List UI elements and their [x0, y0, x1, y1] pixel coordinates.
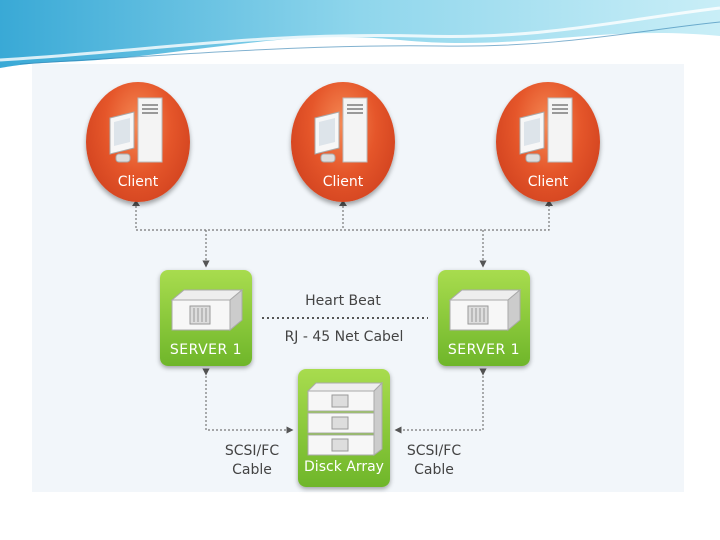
disk-array-node: Disck Array: [298, 369, 390, 487]
client-node-3: Client: [496, 82, 600, 202]
disk-array-icon: [306, 381, 384, 456]
heartbeat-label: Heart Beat: [305, 293, 381, 309]
client-node-1: Client: [86, 82, 190, 202]
server-node-left: SERVER 1: [160, 270, 252, 366]
client-label: Client: [322, 174, 364, 190]
computer-icon: [314, 97, 368, 163]
server-label: SERVER 1: [169, 342, 243, 358]
scsi-right-label: SCSI/FC Cable: [398, 442, 470, 480]
scsi-right-line1: SCSI/FC: [406, 443, 462, 459]
scsi-left-label: SCSI/FC Cable: [216, 442, 288, 480]
client-node-2: Client: [291, 82, 395, 202]
header-wave: [0, 0, 720, 68]
scsi-left-line1: SCSI/FC: [224, 443, 280, 459]
scsi-left-line2: Cable: [232, 462, 272, 478]
client-label: Client: [117, 174, 159, 190]
server-rack-icon: [448, 288, 522, 332]
scsi-right-line2: Cable: [414, 462, 454, 478]
server-label: SERVER 1: [447, 342, 521, 358]
net-cable-label: RJ - 45 Net Cabel: [284, 329, 404, 345]
computer-icon: [519, 97, 573, 163]
client-label: Client: [527, 174, 569, 190]
server-node-right: SERVER 1: [438, 270, 530, 366]
server-rack-icon: [170, 288, 244, 332]
computer-icon: [109, 97, 163, 163]
disk-array-label: Disck Array: [304, 459, 384, 475]
